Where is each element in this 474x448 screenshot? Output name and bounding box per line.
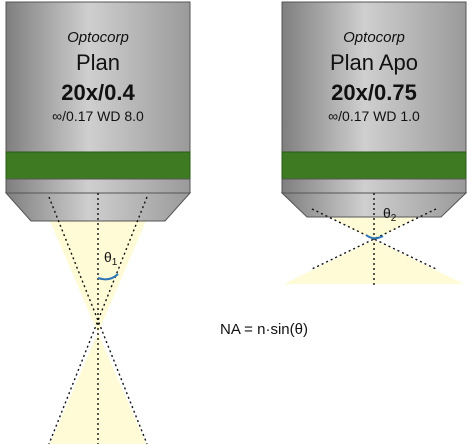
na-value-right: /0.75	[368, 80, 417, 105]
light-cone-left-upper	[50, 221, 146, 333]
collar-left	[5, 178, 191, 194]
barrel-body-left	[5, 1, 191, 153]
spec-label-right: ∞/0.17 WD 1.0	[328, 108, 420, 124]
angle-subscript-right: 2	[391, 213, 397, 224]
light-cone-right-lower	[284, 240, 464, 284]
ray-left-b	[48, 196, 148, 445]
angle-symbol-right: θ	[383, 205, 391, 221]
magnification-label-left: 20x/0.4	[61, 80, 135, 105]
angle-symbol-left: θ	[104, 249, 112, 265]
model-label-right: Plan Apo	[330, 50, 418, 75]
objective-left: Optocorp Plan 20x/0.4 ∞/0.17 WD 8.0 θ1	[4, 1, 192, 445]
magnification-value-left: 20x	[61, 80, 98, 105]
angle-label-right: θ2	[383, 205, 397, 224]
na-value-left: /0.4	[98, 80, 135, 105]
model-label-left: Plan	[76, 50, 120, 75]
magnification-label-right: 20x/0.75	[331, 80, 417, 105]
brand-label-left: Optocorp	[67, 29, 129, 46]
angle-arc-right	[365, 234, 384, 240]
nose-left	[4, 192, 192, 222]
collar-right	[281, 178, 467, 194]
objective-right: Optocorp Plan Apo 20x/0.75 ∞/0.17 WD 1.0…	[280, 1, 468, 286]
angle-label-left: θ1	[104, 249, 118, 268]
ray-left-a	[48, 196, 148, 445]
green-band-left	[5, 151, 191, 180]
angle-arc-left	[97, 273, 119, 281]
spec-label-left: ∞/0.17 WD 8.0	[52, 108, 144, 124]
angle-subscript-left: 1	[112, 257, 118, 268]
brand-label-right: Optocorp	[343, 29, 405, 46]
na-formula: NA = n·sin(θ)	[220, 321, 308, 338]
green-band-right	[281, 151, 467, 180]
magnification-value-right: 20x	[331, 80, 368, 105]
barrel-body-right	[281, 1, 467, 153]
